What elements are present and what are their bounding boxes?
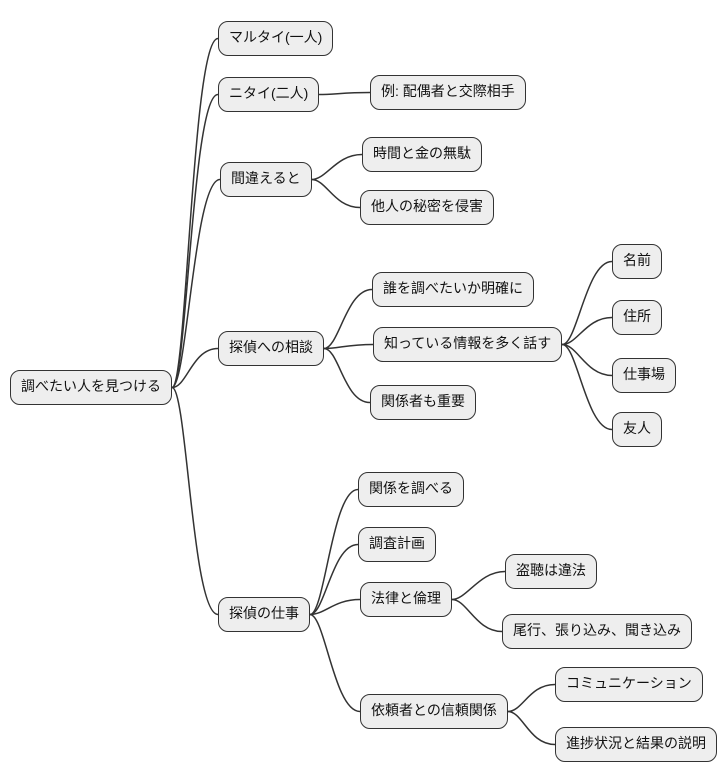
mindmap-node-yuujin: 友人 [612, 412, 662, 447]
edge-soudan-kankeisha [323, 347, 371, 404]
mindmap-node-namae: 名前 [612, 244, 662, 279]
edge-nitai-rei [318, 91, 371, 96]
mindmap-node-shinrai: 依頼者との信頼関係 [360, 694, 508, 729]
edge-soudan-dare [323, 288, 373, 350]
mindmap-node-touchou: 盗聴は違法 [505, 554, 597, 589]
mindmap-node-comm: コミュニケーション [555, 667, 703, 702]
mindmap-node-root: 調べたい人を見つける [10, 370, 172, 405]
edge-shigoto-houritsu [309, 598, 361, 616]
edge-houritsu-bikou [451, 598, 503, 633]
mindmap-node-rei: 例: 配偶者と交際相手 [370, 75, 526, 110]
mindmap-node-kankei: 関係を調べる [358, 472, 464, 507]
mindmap-node-machigaeru: 間違えると [220, 162, 312, 197]
edge-shinrai-shinchoku [507, 710, 556, 746]
edge-jouhou-yuujin [561, 343, 613, 431]
edge-shigoto-keikaku [309, 543, 359, 616]
edge-root-nitai [171, 93, 219, 389]
edge-jouhou-shigotoba [561, 343, 613, 377]
mindmap-node-dare: 誰を調べたいか明確に [372, 272, 534, 307]
edge-jouhou-namae [561, 260, 613, 346]
edge-root-soudan [171, 347, 219, 389]
mindmap-node-jouhou: 知っている情報を多く話す [373, 327, 563, 362]
edge-shinrai-comm [507, 683, 556, 713]
mindmap-node-nitai: ニタイ(二人) [218, 77, 320, 112]
edge-houritsu-touchou [451, 570, 506, 601]
mindmap-node-jikan: 時間と金の無駄 [362, 137, 482, 172]
mindmap-node-bikou: 尾行、張り込み、聞き込み [502, 614, 692, 649]
edge-root-machigaeru [171, 178, 221, 389]
mindmap-node-shigoto: 探偵の仕事 [218, 597, 310, 632]
mindmap-node-shinchoku: 進捗状況と結果の説明 [555, 727, 717, 762]
edge-shigoto-kankei [309, 488, 359, 616]
mindmap-node-keikaku: 調査計画 [358, 527, 436, 562]
edge-machigaeru-himitsu [310, 178, 361, 209]
edge-root-shigoto [171, 386, 219, 616]
mindmap-node-soudan: 探偵への相談 [218, 331, 324, 366]
edge-machigaeru-jikan [310, 153, 363, 181]
mindmap-node-marutai: マルタイ(一人) [218, 21, 334, 56]
mindmap-node-himitsu: 他人の秘密を侵害 [360, 190, 494, 225]
mindmap-node-houritsu: 法律と倫理 [360, 582, 452, 617]
edge-root-marutai [171, 37, 219, 389]
edge-shigoto-shinrai [309, 613, 361, 713]
edge-jouhou-juusho [561, 316, 613, 346]
mindmap-node-kankeisha: 関係者も重要 [370, 385, 476, 420]
edge-soudan-jouhou [323, 343, 374, 350]
mindmap-node-shigotoba: 仕事場 [612, 358, 676, 393]
mindmap-node-juusho: 住所 [612, 300, 662, 335]
